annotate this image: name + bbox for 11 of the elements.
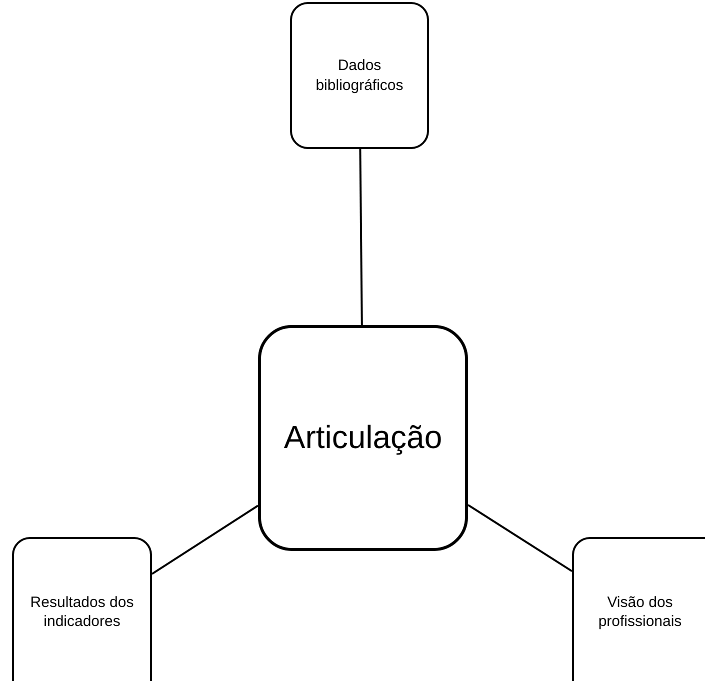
topic-box	[572, 537, 705, 681]
topic-box	[290, 2, 429, 149]
connector-line	[151, 504, 259, 575]
central-box	[258, 325, 468, 551]
connector-line	[359, 148, 363, 326]
connector-line	[467, 504, 573, 572]
topic-label: Dados bibliográficos	[314, 56, 404, 95]
topic-label: Resultados dos indicadores	[29, 592, 135, 632]
topic-label: Visão dos profissionais	[597, 592, 683, 632]
topic-box	[12, 537, 152, 681]
central-label: Articulação	[284, 418, 442, 458]
